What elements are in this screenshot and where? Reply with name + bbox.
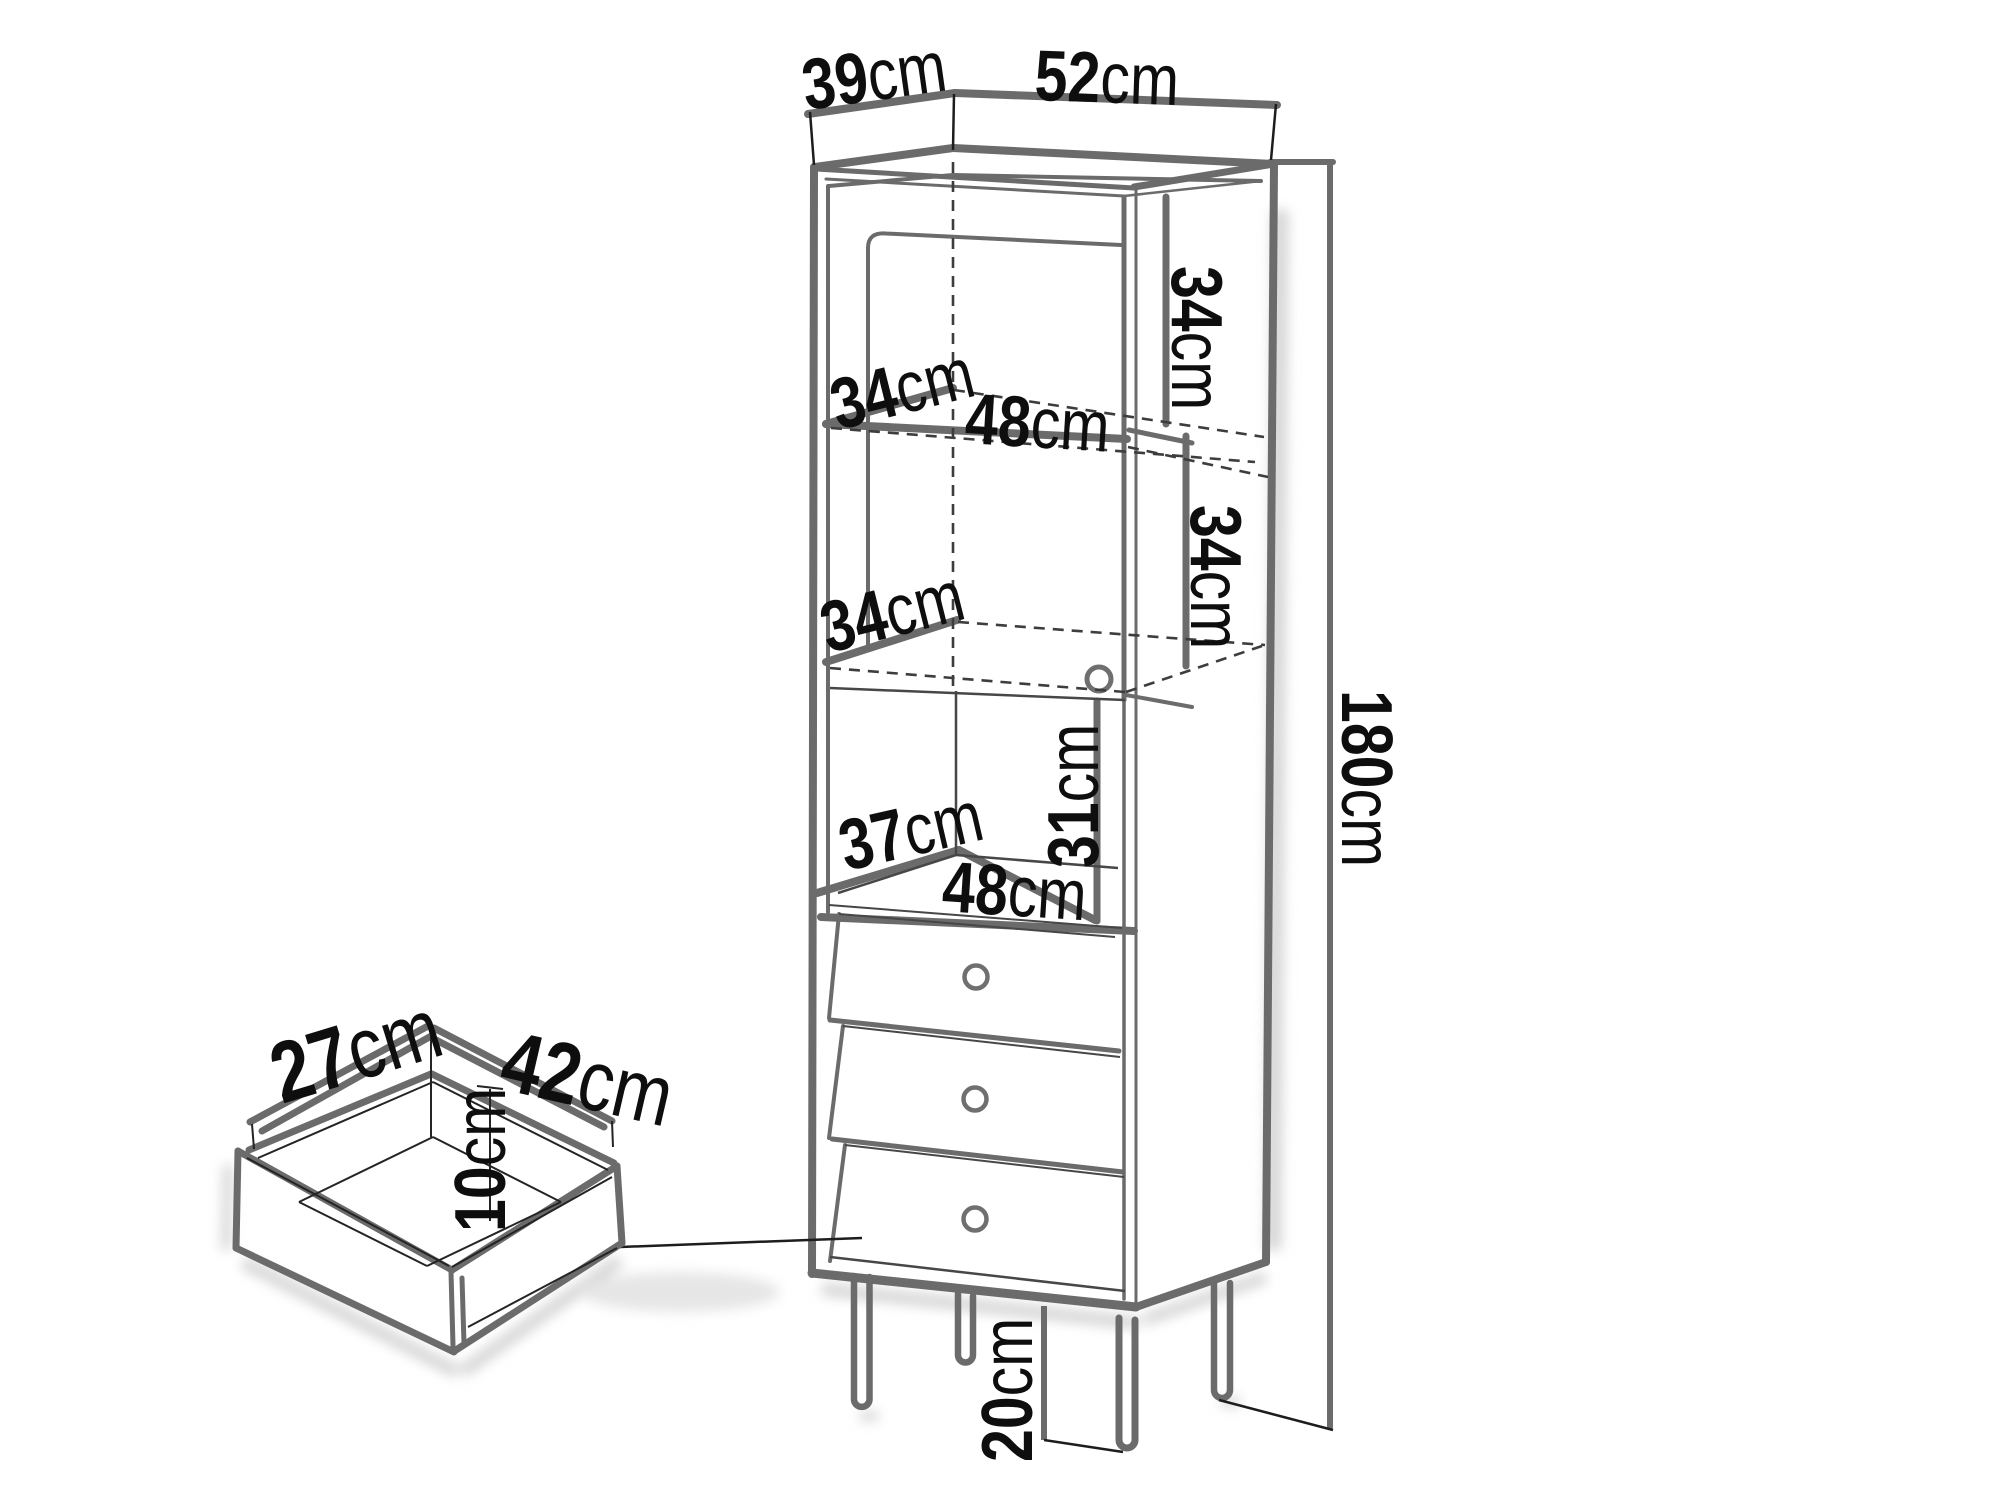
svg-text:52cm: 52cm [1033, 34, 1180, 120]
svg-text:39cm: 39cm [797, 25, 951, 125]
svg-text:48cm: 48cm [963, 378, 1112, 468]
svg-text:31cm: 31cm [1032, 724, 1113, 868]
svg-text:34cm: 34cm [812, 554, 972, 667]
svg-text:34cm: 34cm [1157, 266, 1238, 410]
svg-text:34cm: 34cm [1176, 505, 1257, 649]
svg-text:20cm: 20cm [966, 1318, 1047, 1462]
svg-text:42cm: 42cm [493, 1012, 683, 1145]
svg-text:37cm: 37cm [831, 775, 990, 886]
svg-text:180cm: 180cm [1327, 690, 1408, 867]
svg-text:10cm: 10cm [439, 1088, 520, 1232]
svg-text:27cm: 27cm [259, 979, 452, 1121]
svg-text:48cm: 48cm [940, 846, 1089, 936]
